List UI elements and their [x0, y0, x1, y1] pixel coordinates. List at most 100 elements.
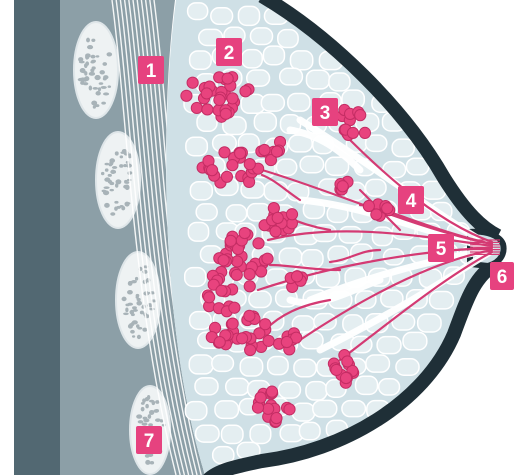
fat-lobule [377, 337, 401, 354]
fat-lobule [226, 378, 249, 395]
rib-speckle [123, 312, 129, 315]
rib-speckle [141, 407, 145, 412]
lobule [260, 319, 271, 330]
lobule [331, 364, 342, 375]
rib-speckle [93, 105, 96, 108]
lobule [382, 203, 393, 214]
lobule [214, 336, 225, 347]
fat-lobule [276, 159, 296, 175]
fat-lobule [189, 355, 213, 374]
fat-lobule [290, 51, 312, 70]
rib-speckle [115, 179, 121, 184]
lobule [222, 73, 233, 84]
rib-speckle [122, 297, 127, 302]
lobule [244, 310, 255, 321]
rib-speckle [137, 335, 141, 339]
label-4-text: 4 [406, 191, 417, 212]
rib-speckle [132, 335, 135, 337]
rib-speckle [89, 86, 92, 91]
lobule [201, 88, 212, 99]
rib-speckle [130, 330, 135, 334]
lobule [281, 336, 292, 347]
rib-speckle [110, 189, 114, 191]
rib-speckle [87, 45, 93, 49]
rib-speckle [131, 280, 137, 283]
rib-speckle [80, 68, 86, 73]
fat-lobule [188, 222, 208, 241]
fat-lobule [279, 248, 302, 266]
lobule [340, 372, 351, 383]
rib-speckle [140, 311, 144, 315]
fat-lobule [302, 250, 323, 268]
lobule [191, 102, 202, 113]
rib-speckle [99, 70, 104, 74]
rib-speckle [132, 306, 137, 309]
lobule [255, 392, 266, 403]
fat-lobule [190, 312, 212, 330]
lobule [359, 127, 370, 138]
rib-speckle [119, 164, 123, 168]
fat-lobule [339, 227, 362, 243]
fat-lobule [396, 359, 419, 375]
rib-speckle [104, 186, 110, 189]
rib-speckle [91, 55, 96, 59]
fat-lobule [418, 314, 441, 332]
fat-lobule [392, 139, 414, 157]
rib-speckle [142, 422, 148, 425]
rib-speckle [114, 201, 118, 204]
rib-speckle [108, 174, 112, 177]
label-1: 1 [138, 56, 164, 84]
rib-speckle [91, 100, 97, 105]
fat-lobule [250, 425, 271, 444]
rib-speckle [120, 155, 123, 158]
rib-speckle [90, 68, 94, 72]
lobule [271, 146, 282, 157]
fat-lobule [261, 94, 284, 111]
lobule [244, 159, 255, 170]
rib-speckle [103, 92, 109, 95]
fat-lobule [279, 382, 301, 398]
rib-speckle [131, 313, 135, 316]
label-3-text: 3 [320, 103, 331, 124]
rib-speckle [153, 409, 159, 413]
fat-lobule [306, 70, 329, 89]
lobule [252, 402, 263, 413]
fat-lobule [294, 359, 316, 377]
fat-lobule [190, 51, 212, 69]
fat-lobule [313, 400, 337, 417]
rib-speckle [96, 55, 100, 57]
rib-speckle [109, 161, 113, 166]
fat-lobule [268, 356, 288, 374]
fat-lobule [379, 379, 400, 395]
lobule [244, 281, 255, 292]
fat-lobule [226, 205, 246, 222]
lobule [262, 253, 273, 264]
rib-speckle [147, 395, 150, 400]
fat-lobule [300, 332, 323, 349]
fat-lobule [197, 113, 217, 131]
rib-speckle [101, 86, 107, 89]
lobule [221, 171, 232, 182]
fat-lobule [196, 425, 219, 442]
fat-lobule [250, 28, 272, 45]
fat-lobule [342, 401, 366, 417]
fat-lobule [221, 425, 242, 443]
lobule [259, 144, 270, 155]
rib-speckle [95, 91, 100, 95]
rib-speckle [89, 72, 95, 76]
fat-lobule [329, 73, 350, 91]
fat-lobule [306, 382, 327, 400]
lobule [216, 285, 227, 296]
fat-lobule [403, 332, 427, 349]
rib-speckle [102, 62, 107, 66]
label-7-text: 7 [144, 431, 155, 452]
rib-speckle [136, 324, 139, 328]
fat-lobule [238, 6, 259, 25]
lobule [363, 200, 374, 211]
lobule [181, 90, 192, 101]
fat-lobule [186, 137, 207, 155]
label-6-text: 6 [497, 267, 508, 288]
fat-lobule [299, 422, 320, 439]
rib-speckle [142, 398, 146, 403]
